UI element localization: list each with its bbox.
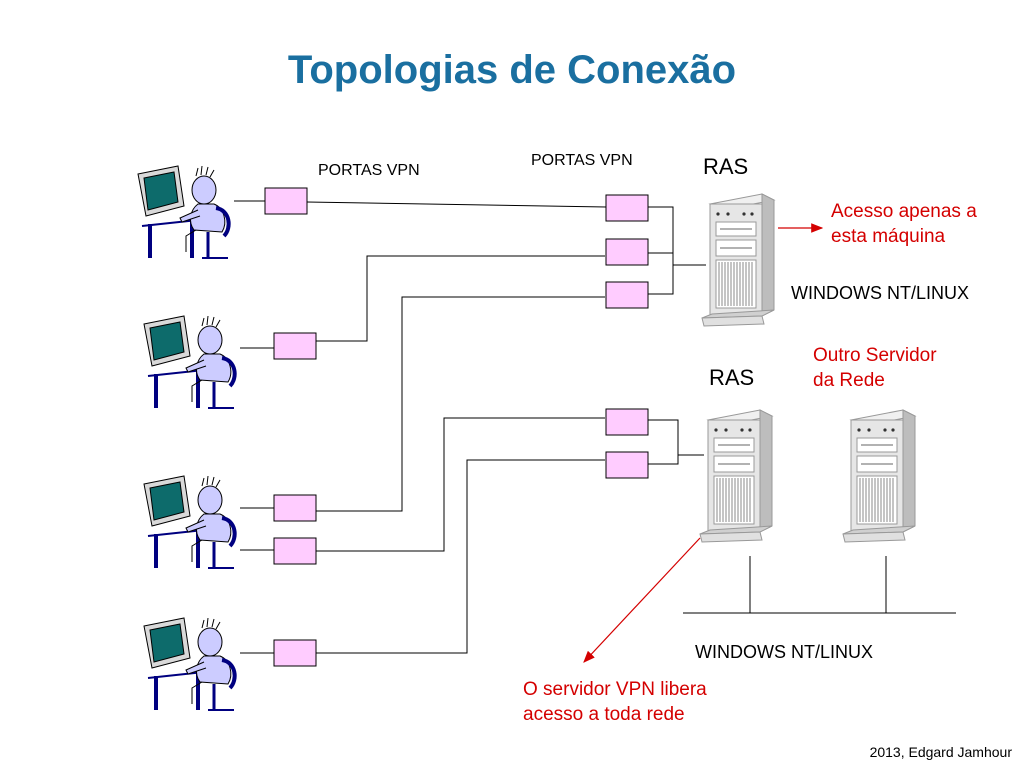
access-annotation: Acesso apenas a esta máquina xyxy=(831,199,977,249)
user-computer-icon-2 xyxy=(142,314,237,410)
vpn-port-client-4 xyxy=(273,639,317,667)
footer-credit: 2013, Edgard Jamhour xyxy=(869,744,1012,760)
other-server-annotation-line1: Outro Servidor xyxy=(813,345,937,366)
user-computer-icon-4 xyxy=(142,616,237,712)
vpn-arrow xyxy=(583,537,701,663)
vpn-port-client-3a xyxy=(273,494,317,522)
vpn-port-server-4 xyxy=(605,408,649,436)
vpn-port-client-2 xyxy=(273,332,317,360)
vpn-annotation-line2: acesso a toda rede xyxy=(523,704,685,725)
os-label-bottom: WINDOWS NT/LINUX xyxy=(695,642,873,662)
vpn-port-server-1 xyxy=(605,194,649,222)
vpn-port-server-3 xyxy=(605,281,649,309)
access-annotation-line1: Acesso apenas a xyxy=(831,201,977,222)
portas-vpn-label-left: PORTAS VPN xyxy=(318,162,420,179)
ras-label-top: RAS xyxy=(703,154,749,179)
user-computer-icon-3 xyxy=(142,474,237,570)
ras-server-top-icon xyxy=(701,193,775,327)
access-annotation-line2: esta máquina xyxy=(831,226,946,247)
portas-vpn-label-right: PORTAS VPN xyxy=(531,152,633,169)
connection-lines xyxy=(234,200,956,654)
vpn-annotation: O servidor VPN libera acesso a toda rede xyxy=(523,677,707,727)
other-server-annotation: Outro Servidor da Rede xyxy=(813,343,937,393)
vpn-port-server-2 xyxy=(605,238,649,266)
vpn-port-client-3b xyxy=(273,537,317,565)
ras-server-bottom-icon xyxy=(699,409,773,543)
other-server-annotation-line2: da Rede xyxy=(813,370,885,391)
os-label-top: WINDOWS NT/LINUX xyxy=(791,283,969,303)
other-server-icon xyxy=(842,409,916,543)
vpn-port-server-5 xyxy=(605,451,649,479)
ras-label-bottom: RAS xyxy=(709,365,755,390)
page-title: Topologias de Conexão xyxy=(287,48,737,92)
user-computer-icon-1 xyxy=(136,164,231,260)
vpn-port-client-1 xyxy=(264,187,308,215)
vpn-annotation-line1: O servidor VPN libera xyxy=(523,679,707,700)
